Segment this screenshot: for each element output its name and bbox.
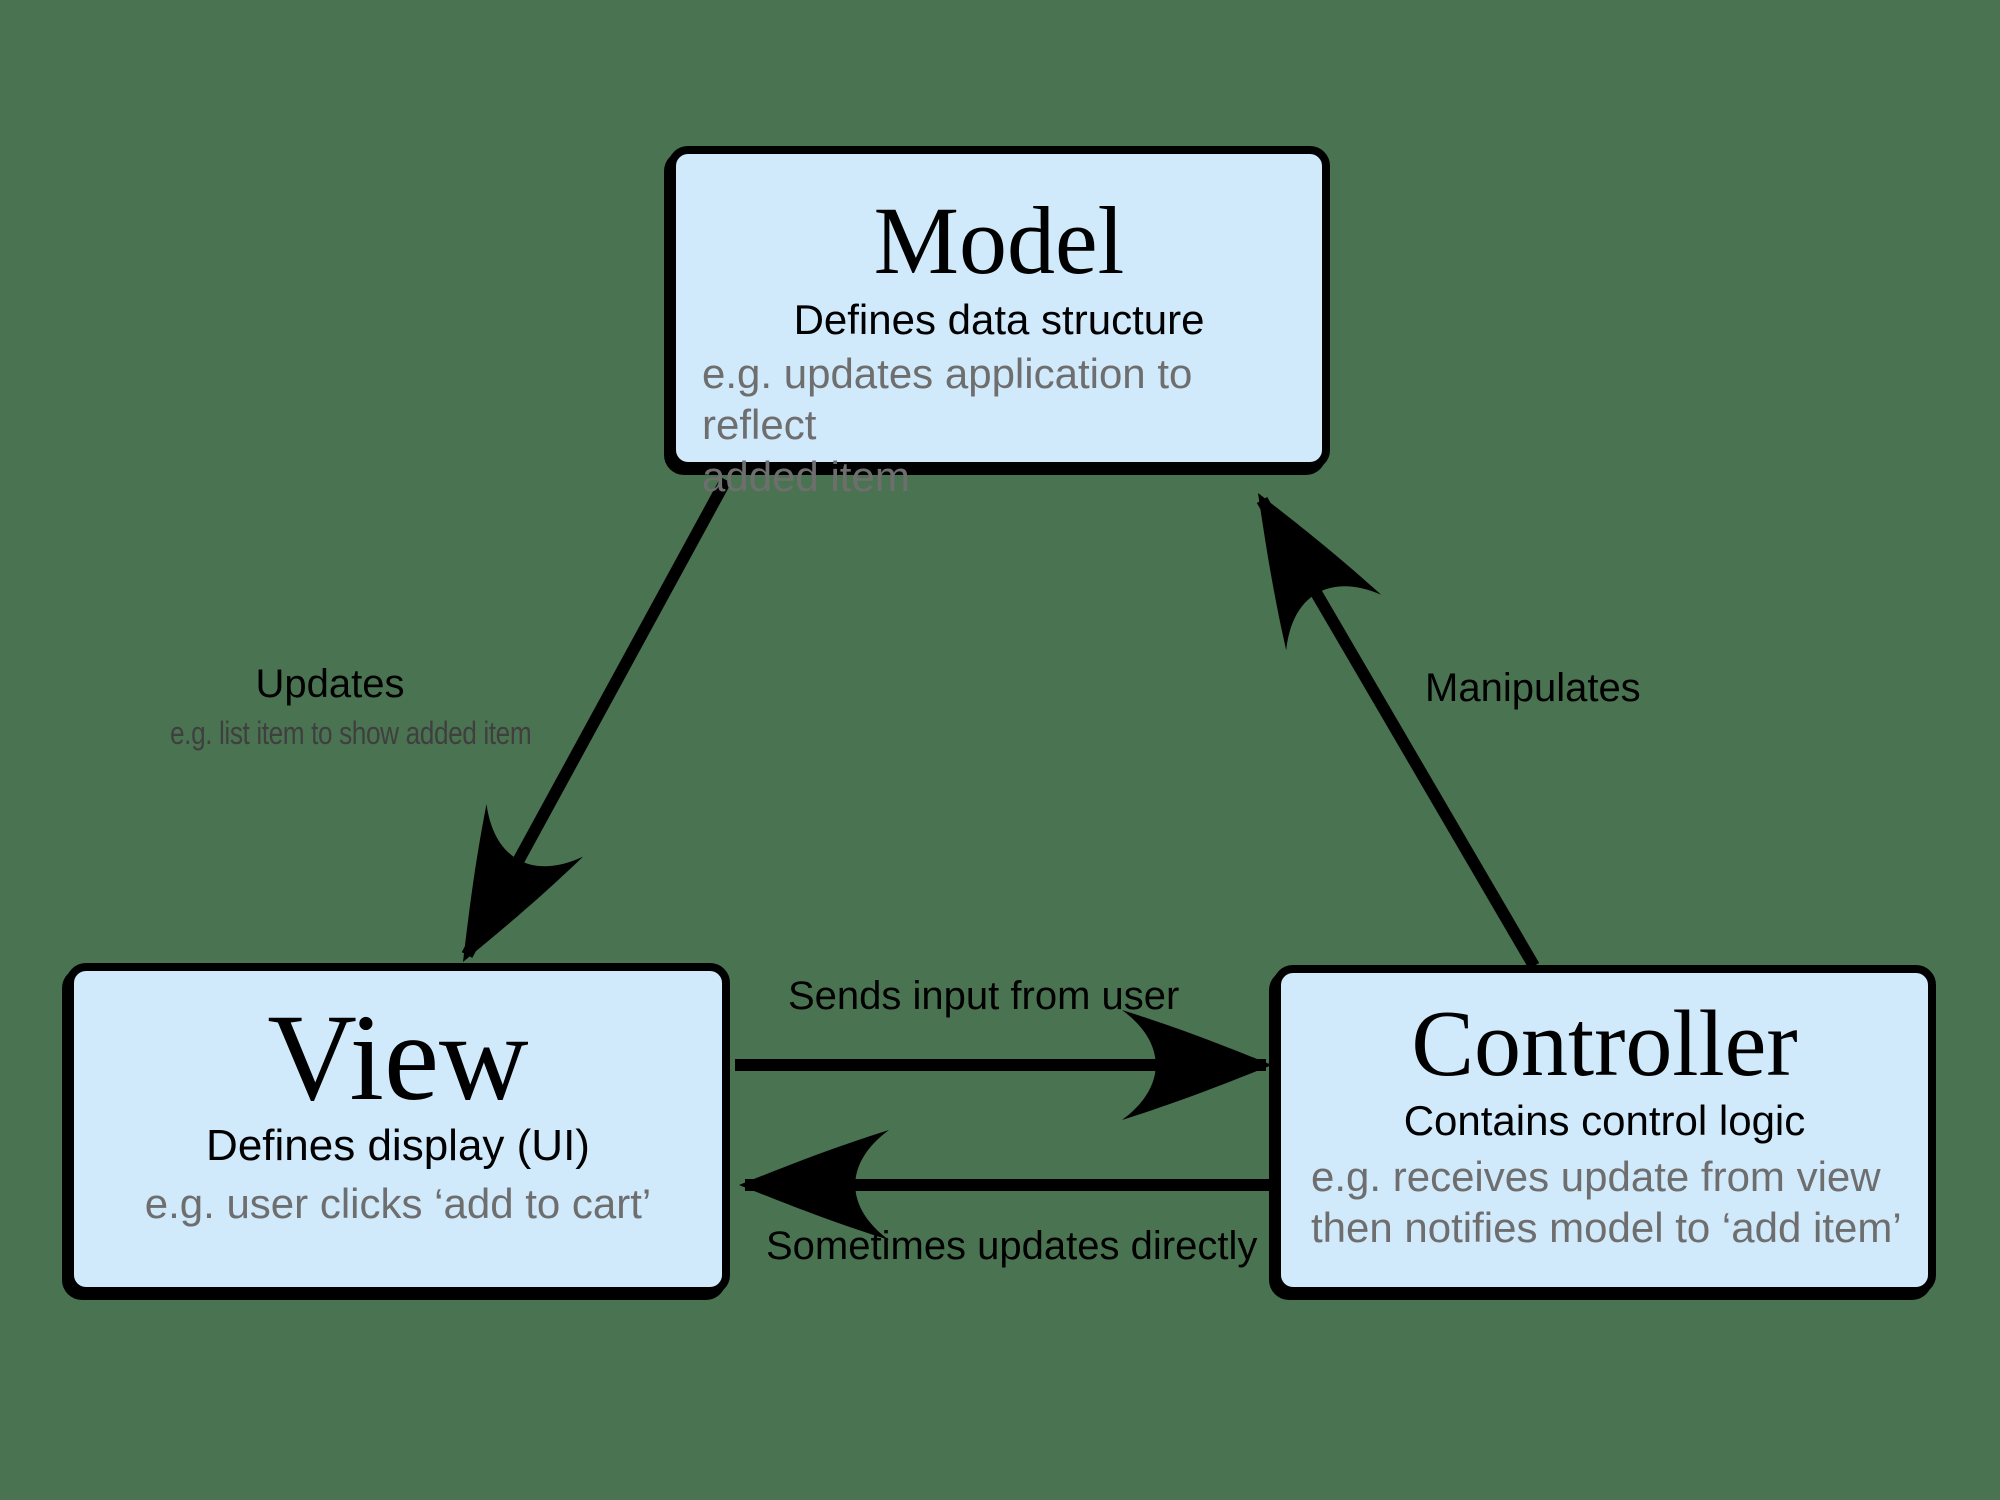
model-example-line: added item <box>702 452 910 500</box>
arrow-view-to-controller <box>735 1010 1272 1120</box>
model-example: e.g. updates application to reflect adde… <box>676 348 1322 502</box>
controller-subtitle: Contains control logic <box>1403 1096 1806 1144</box>
manipulates-label: Manipulates <box>1425 666 1641 710</box>
view-example-line: e.g. user clicks ‘add to cart’ <box>144 1180 652 1228</box>
controller-example-line: then notifies model to ‘add item’ <box>1311 1204 1902 1252</box>
view-box: View Defines display (UI) e.g. user clic… <box>66 963 730 1295</box>
updates-label: Updates <box>255 662 405 706</box>
arrow-controller-to-model <box>1210 465 1540 970</box>
model-title: Model <box>873 187 1125 294</box>
view-subtitle: Defines display (UI) <box>206 1121 590 1171</box>
model-example-line: e.g. updates application to reflect <box>702 350 1193 449</box>
view-example: e.g. user clicks ‘add to cart’ <box>145 1178 652 1229</box>
sends-input-label: Sends input from user <box>788 974 1180 1018</box>
view-title: View <box>267 989 529 1126</box>
updates-sublabel: e.g. list item to show added item <box>170 715 532 751</box>
model-box: Model Defines data structure e.g. update… <box>668 146 1330 500</box>
model-subtitle: Defines data structure <box>793 295 1205 343</box>
controller-title: Controller <box>1411 992 1798 1096</box>
sometimes-updates-label: Sometimes updates directly <box>766 1224 1258 1268</box>
controller-example: e.g. receives update from view then noti… <box>1281 1151 1928 1253</box>
controller-example-line: e.g. receives update from view <box>1311 1153 1881 1201</box>
controller-box: Controller Contains control logic e.g. r… <box>1273 965 1936 1295</box>
